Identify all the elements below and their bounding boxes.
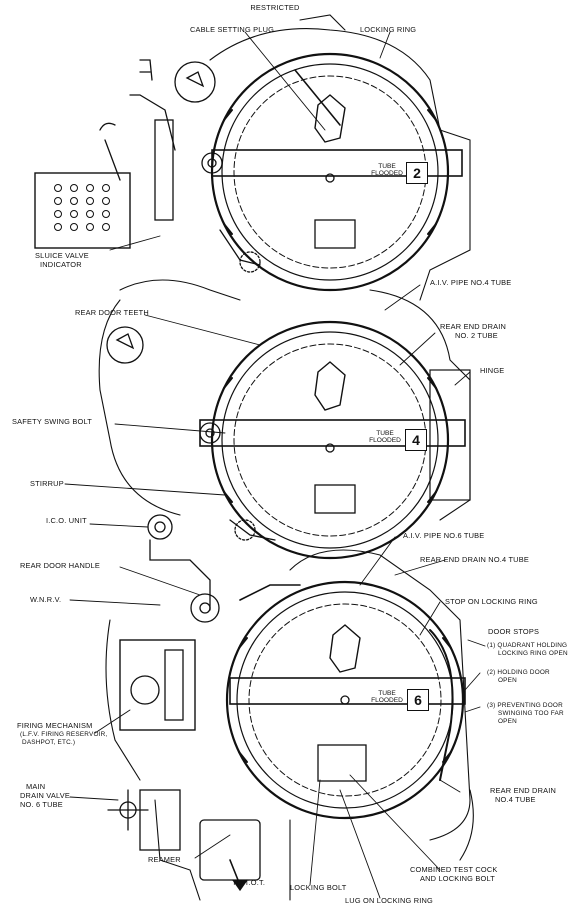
main-drain-valve (107, 789, 261, 892)
label-firing-mechanism-2: (L.F.V. FIRING RESERVOIR, (20, 731, 108, 738)
tube-plate-2-line2: FLOODED (371, 170, 403, 177)
label-rear-end-drain-4: REAR END DRAIN No.4 TUBE (420, 555, 529, 564)
tube-plate-6-line1: TUBE (378, 690, 396, 697)
tube-plate-4-line2: FLOODED (369, 437, 401, 444)
classification-header: RESTRICTED (250, 3, 300, 12)
label-stop-on-locking-ring: STOP ON LOCKING RING (445, 597, 538, 606)
label-firing-mechanism-3: DASHPOT, ETC.) (22, 739, 76, 746)
label-rear-end-drain-4b-b: No.4 TUBE (495, 795, 536, 804)
label-rear-end-drain-2b: No. 2 TUBE (455, 331, 498, 340)
tube-plate-6: TUBE FLOODED (370, 690, 404, 704)
tube-number-6: 6 (407, 689, 429, 711)
label-main-drain-2: DRAIN VALVE (20, 791, 70, 800)
label-door-stop-3b: SWINGING TOO FAR (498, 710, 564, 717)
label-firing-mechanism-1: FIRING MECHANISM (17, 721, 93, 730)
label-to-tot: TO T.O.T. (232, 878, 266, 887)
label-reamer: REAMER (148, 855, 181, 864)
tube-door-6 (225, 580, 466, 820)
tube-plate-6-line2: FLOODED (371, 697, 403, 704)
leader-lines (64, 31, 486, 899)
label-door-stop-2b: OPEN (498, 677, 517, 684)
tube-plate-2-line1: TUBE (378, 163, 396, 170)
label-combined-test-cock-2: AND LOCKING BOLT (420, 874, 495, 883)
label-door-stop-2a: (2) HOLDING DOOR (487, 669, 550, 676)
tube-plate-2: TUBE FLOODED (370, 163, 404, 177)
label-ico-unit: I.C.O. UNIT (46, 516, 87, 525)
tube-plate-4: TUBE FLOODED (368, 430, 402, 444)
label-hinge: HINGE (480, 366, 505, 375)
label-combined-test-cock-1: COMBINED TEST COCK (410, 865, 498, 874)
tube-door-4 (199, 320, 471, 560)
label-safety-swing-bolt: SAFETY SWING BOLT (12, 417, 92, 426)
sluice-valve-indicator (34, 59, 216, 364)
label-aiv-pipe-6: A.I.V. PIPE No.6 TUBE (403, 531, 485, 540)
label-rear-end-drain-4b-a: REAR END DRAIN (490, 786, 557, 795)
firing-mechanism (119, 514, 220, 731)
label-wnrv: W.N.R.V. (30, 595, 62, 604)
label-stirrup: STIRRUP (30, 479, 64, 488)
label-sluice-valve-2: INDICATOR (40, 260, 82, 269)
tube-door-2 (201, 52, 463, 292)
housing-outline (98, 14, 474, 901)
label-main-drain-3: No. 6 TUBE (20, 800, 63, 809)
label-door-stop-1a: (1) QUADRANT HOLDING (487, 642, 568, 649)
label-door-stops: DOOR STOPS (488, 627, 540, 636)
label-door-stop-3a: (3) PREVENTING DOOR (487, 702, 563, 709)
label-cable-setting-plug: CABLE SETTING PLUG (190, 25, 275, 34)
label-locking-bolt: LOCKING BOLT (290, 883, 347, 892)
tube-number-2: 2 (406, 162, 428, 184)
label-rear-door-handle: REAR DOOR HANDLE (20, 561, 100, 570)
label-locking-ring: LOCKING RING (360, 25, 417, 34)
label-door-stop-3c: OPEN (498, 718, 517, 725)
label-door-stop-1b: LOCKING RING OPEN (498, 650, 568, 657)
label-sluice-valve-1: SLUICE VALVE (35, 251, 89, 260)
label-aiv-pipe-4: A.I.V. PIPE No.4 TUBE (430, 278, 512, 287)
tube-plate-4-line1: TUBE (376, 430, 394, 437)
label-rear-end-drain-2a: REAR END DRAIN (440, 322, 507, 331)
label-rear-door-teeth: REAR DOOR TEETH (75, 308, 149, 317)
label-main-drain-1: MAIN (26, 782, 46, 791)
label-lug-on-locking-ring: LUG ON LOCKING RING (345, 896, 433, 905)
tube-number-4: 4 (405, 429, 427, 451)
